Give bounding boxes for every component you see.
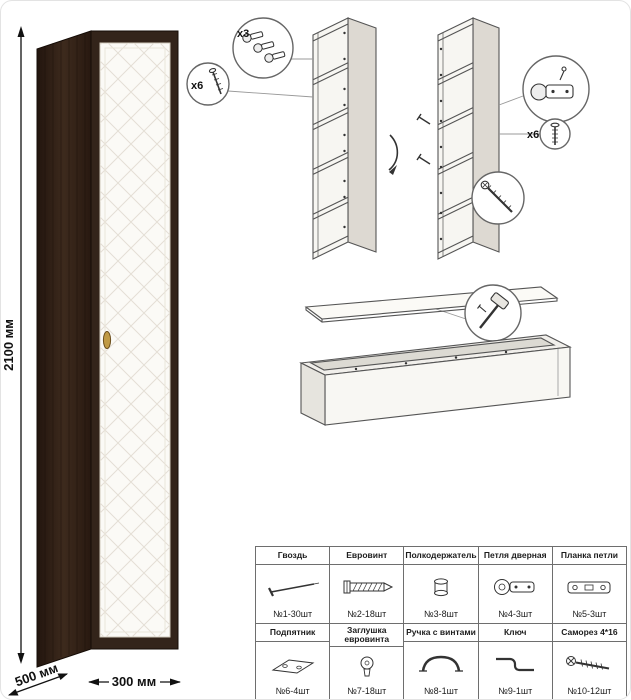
part-cell-nail: Гвоздь №1-30шт xyxy=(256,547,331,624)
part-qty: №7-18шт xyxy=(347,686,387,696)
self-tapping-screw-icon xyxy=(553,642,626,686)
height-dimension-label: 2100 мм xyxy=(1,319,16,371)
screw-count-left-label: x6 xyxy=(191,80,203,92)
assembly-diagram: x3 x6 xyxy=(186,17,590,426)
screw-cap-icon xyxy=(330,647,403,686)
part-name: Саморез 4*16 xyxy=(552,624,626,642)
wardrobe-illustration: 2100 мм 300 мм 500 мм xyxy=(1,26,181,696)
part-cell-foot: Подпятник №6-4шт xyxy=(256,624,331,699)
part-qty: №2-18шт xyxy=(347,609,387,619)
part-cell-hinge-plate: Планка петли №5-3шт xyxy=(552,547,627,624)
part-qty: №1-30шт xyxy=(273,609,313,619)
part-qty: №10-12шт xyxy=(567,686,612,696)
confirmat-callout xyxy=(471,171,525,225)
part-cell-euroscrew: Евровинт №2-18шт xyxy=(330,547,405,624)
part-name: Петля дверная xyxy=(478,547,552,565)
door-hinge-icon xyxy=(479,565,552,609)
rotate-arrow xyxy=(388,134,399,175)
key-icon xyxy=(479,642,552,686)
screw-callout-right: x6 xyxy=(527,118,571,150)
depth-dimension: 500 мм xyxy=(8,660,68,696)
width-dimension: 300 мм xyxy=(88,674,181,689)
part-name: Заглушка евровинта xyxy=(330,624,404,648)
wardrobe-body xyxy=(36,30,179,668)
hinge-count-label: x3 xyxy=(237,28,249,40)
part-name: Ручка с винтами xyxy=(404,624,478,642)
nail-icon xyxy=(256,565,329,609)
door-handle xyxy=(102,331,112,349)
part-name: Подпятник xyxy=(256,624,330,642)
width-dimension-label: 300 мм xyxy=(112,674,157,689)
shelf-support-icon xyxy=(404,565,477,609)
hinge-plate-icon xyxy=(553,565,626,609)
part-cell-handle: Ручка с винтами №8-1шт xyxy=(404,624,479,699)
hinge-callout: x3 xyxy=(232,17,294,79)
carcass-panel-left xyxy=(312,17,377,260)
part-qty: №4-3шт xyxy=(498,609,533,619)
foot-glide-icon xyxy=(256,642,329,686)
part-qty: №3-8шт xyxy=(423,609,458,619)
callout-leaders xyxy=(227,58,540,320)
height-dimension: 2100 мм xyxy=(1,26,25,664)
part-qty: №5-3шт xyxy=(572,609,607,619)
loose-screws xyxy=(416,113,431,165)
part-cell-cap: Заглушка евровинта №7-18шт xyxy=(330,624,405,699)
hinge-detail-callout xyxy=(522,55,590,123)
part-cell-screw: Саморез 4*16 №10-12шт xyxy=(552,624,627,699)
handle-icon xyxy=(404,642,477,686)
part-cell-shelf-support: Полкодержатель №3-8шт xyxy=(404,547,479,624)
parts-table: Гвоздь №1-30шт Евровинт xyxy=(255,546,627,699)
part-name: Евровинт xyxy=(330,547,404,565)
part-cell-key: Ключ №9-1шт xyxy=(478,624,553,699)
part-cell-hinge: Петля дверная №4-3шт xyxy=(478,547,553,624)
carcass-horizontal xyxy=(299,334,572,426)
euro-screw-icon xyxy=(330,565,403,609)
part-name: Полкодержатель xyxy=(404,547,478,565)
hammer-callout xyxy=(464,284,522,342)
screw-callout-left: x6 xyxy=(186,62,230,106)
part-qty: №9-1шт xyxy=(498,686,533,696)
part-qty: №6-4шт xyxy=(275,686,310,696)
part-qty: №8-1шт xyxy=(423,686,458,696)
screw-count-right-label: x6 xyxy=(527,129,539,141)
part-name: Планка петли xyxy=(552,547,626,565)
part-name: Гвоздь xyxy=(256,547,330,565)
part-name: Ключ xyxy=(478,624,552,642)
